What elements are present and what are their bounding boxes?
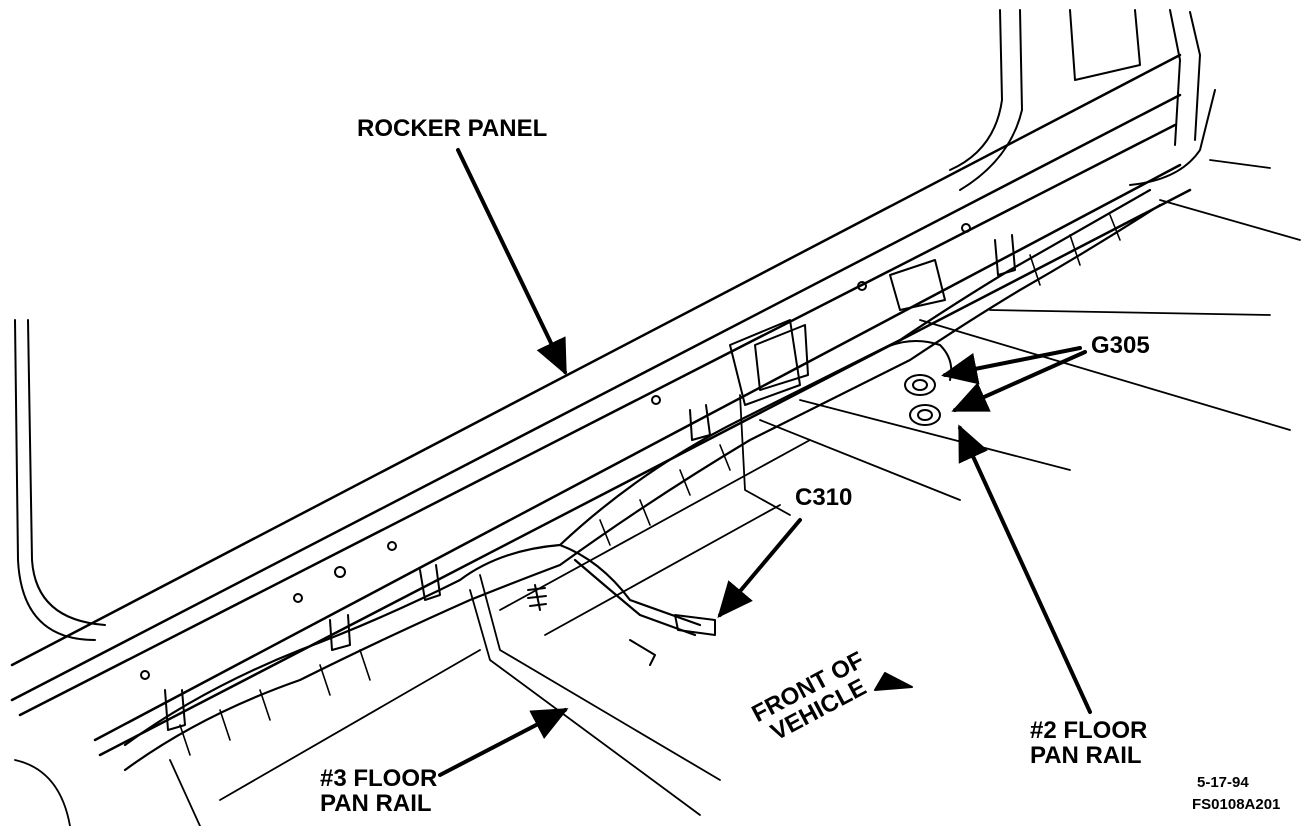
floor-pan-rail-3-arrow [438,708,569,777]
c310-connector [674,614,716,636]
rocker-panel-label: ROCKER PANEL [357,115,548,142]
g305-arrow-2 [951,350,1087,412]
door-frame-right [949,9,1216,191]
callout-arrows [438,148,1092,777]
date-label: 5-17-94 [1197,774,1249,791]
wiring-harness [123,188,1162,772]
floor-pan-rail-2-label: #2 FLOOR PAN RAIL [1030,717,1148,770]
g305-label: G305 [1091,332,1150,359]
harness-clips [140,223,1016,731]
door-pillar-left [14,319,106,641]
harness-tape-rings [179,214,1121,756]
figure-code-label: FS0108A201 [1192,796,1281,813]
rocker-panel-arrow [456,148,567,376]
mounting-bolt [527,584,656,666]
floor-pan-rail-2-arrow [958,424,1092,714]
connector-blocks [729,259,946,406]
front-arrow-icon [874,672,913,691]
floor-lines [14,159,1301,826]
floor-pan-rail-3-label: #3 FLOOR PAN RAIL [320,765,438,818]
rocker-panel [10,53,1192,757]
c310-arrow [717,518,802,619]
c310-label: C310 [795,484,853,511]
ground-studs [879,340,953,426]
g305-arrow-1 [941,346,1082,385]
